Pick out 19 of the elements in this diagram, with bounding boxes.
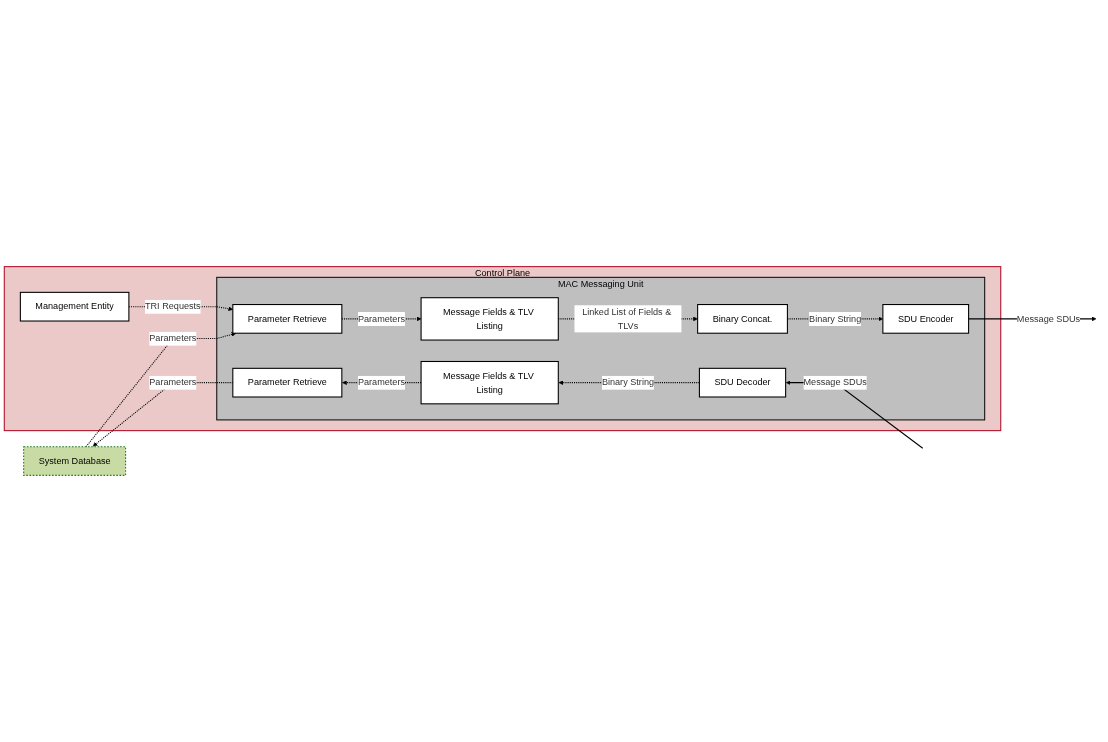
edge-label: Parameters bbox=[149, 377, 197, 388]
node-box: Message Fields & TLV Listing bbox=[420, 297, 559, 341]
node-box: Parameter Retrieve bbox=[232, 367, 343, 398]
node-box: SDU Encoder bbox=[882, 304, 970, 334]
edge-label: Parameters bbox=[357, 313, 406, 324]
edge-label: Binary String bbox=[601, 377, 655, 388]
edge-label: Binary String bbox=[809, 313, 862, 324]
edge-label: Parameters bbox=[357, 377, 406, 388]
node-box: Binary Concat. bbox=[697, 304, 788, 334]
node-box: Management Entity bbox=[19, 291, 130, 322]
node-box: SDU Decoder bbox=[698, 367, 787, 398]
node-box: Message Fields & TLV Listing bbox=[420, 360, 559, 405]
edge-label: Message SDUs bbox=[803, 377, 867, 388]
edge-label: Parameters bbox=[149, 333, 197, 344]
edge-label: Message SDUs bbox=[1016, 313, 1081, 324]
node-box: Parameter Retrieve bbox=[232, 304, 343, 334]
edge-label: TRI Requests bbox=[144, 301, 201, 312]
edge-label: Linked List of Fields & TLVs bbox=[582, 306, 672, 331]
node-box: System Database bbox=[23, 446, 127, 476]
